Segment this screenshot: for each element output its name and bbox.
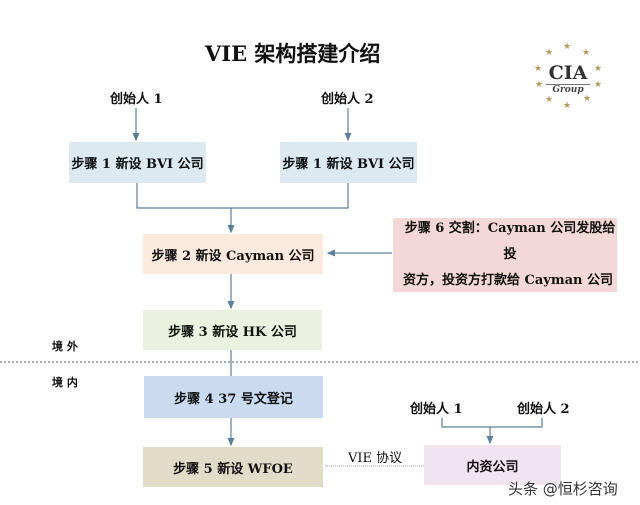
founder-2-label: 创始人 2 xyxy=(321,92,374,107)
onshore-label: 境 内 xyxy=(52,376,78,389)
logo-sub-text: Group xyxy=(546,84,590,95)
step5-wfoe-box: 步骤 5 新设 WFOE xyxy=(143,447,323,487)
step2-cayman-box: 步骤 2 新设 Cayman 公司 xyxy=(143,234,323,274)
founder-1-label: 创始人 1 xyxy=(110,92,163,107)
step6-line2: 资方，投资方打款给 Cayman 公司 xyxy=(403,273,614,288)
domestic-founders-join xyxy=(441,418,543,428)
cia-logo: ★★★ ★★ ★★ ★★★ CIA Group xyxy=(532,42,604,128)
star-ring-icon: ★★★ ★★ ★★ ★★★ xyxy=(534,42,603,111)
step3-hk-box: 步骤 3 新设 HK 公司 xyxy=(143,310,322,350)
bvi-join-line xyxy=(136,183,349,209)
step1-bvi-box-1: 步骤 1 新设 BVI 公司 xyxy=(69,142,206,183)
step4-registration-box: 步骤 4 37 号文登记 xyxy=(144,376,323,418)
step6-closing-box: 步骤 6 交割：Cayman 公司发股给投 资方，投资方打款给 Cayman 公… xyxy=(393,218,617,292)
logo-main-text: CIA xyxy=(548,62,588,84)
domestic-founder-1-label: 创始人 1 xyxy=(410,402,463,417)
watermark: 头条 @恒杉咨询 xyxy=(508,480,618,498)
domestic-founder-2-label: 创始人 2 xyxy=(517,402,570,417)
step6-line1: 步骤 6 交割：Cayman 公司发股给投 xyxy=(404,221,616,262)
step1-bvi-box-2: 步骤 1 新设 BVI 公司 xyxy=(280,142,417,183)
offshore-label: 境 外 xyxy=(52,340,78,353)
domestic-company-box: 内资公司 xyxy=(424,445,561,485)
vie-agreement-label: VIE 协议 xyxy=(348,451,403,466)
page-title: VIE 架构搭建介绍 xyxy=(205,41,381,66)
